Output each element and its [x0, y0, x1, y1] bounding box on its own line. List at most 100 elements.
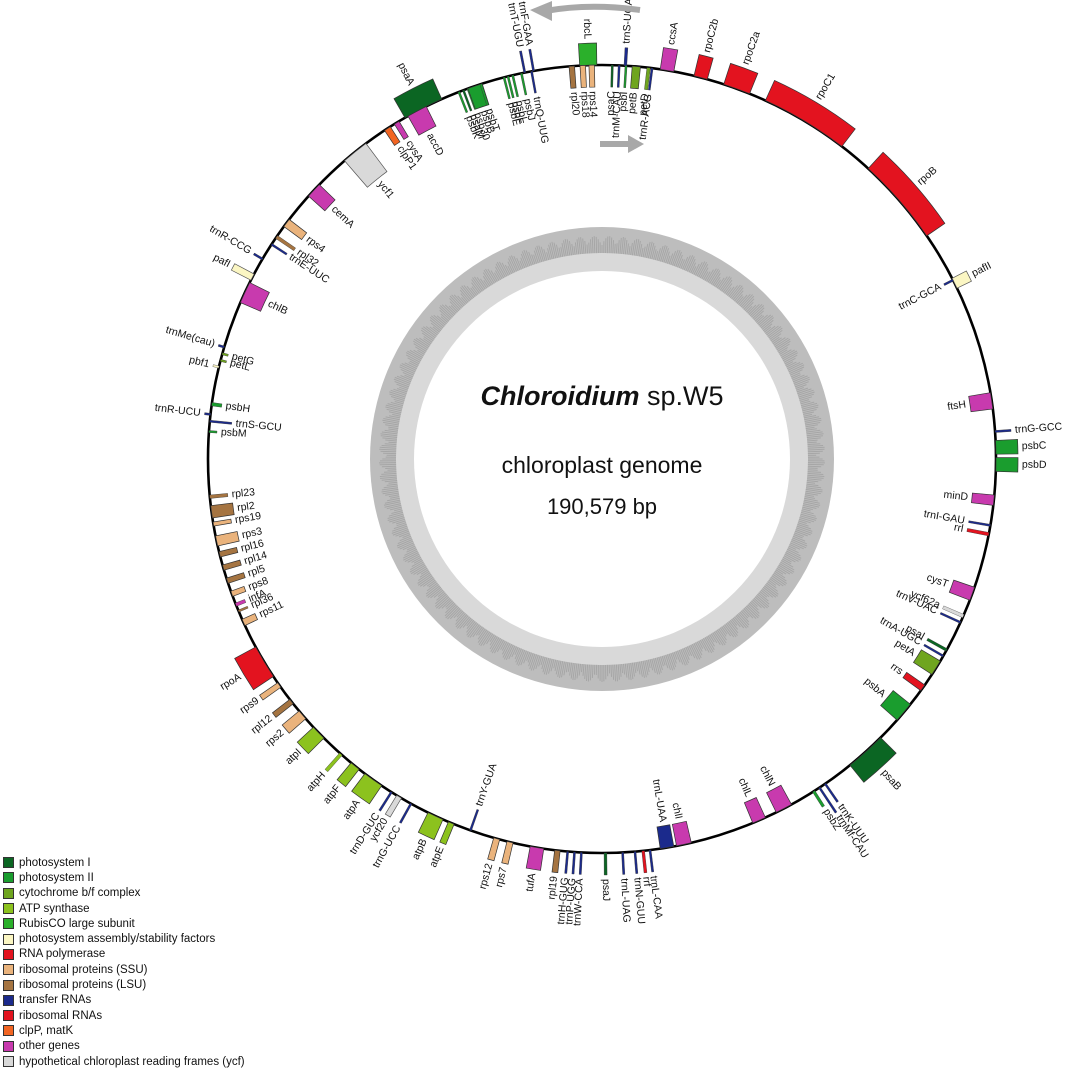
gene-block-psbZ	[812, 790, 825, 808]
gene-block-rps4	[283, 218, 308, 241]
gene-trnMf-CAU: trnMf-CAU	[818, 786, 871, 860]
gc-content-ring	[370, 227, 834, 691]
gene-label-rps7: rps7	[493, 866, 509, 889]
gene-label-chlN: chlN	[757, 764, 777, 788]
gene-ftsH: ftsH	[947, 392, 994, 413]
gene-pbf1: pbf1	[188, 354, 220, 370]
gene-trnC-GCA: trnC-GCA	[897, 278, 954, 313]
gene-label-atpF: atpF	[321, 782, 344, 806]
gene-trnL-CAA: trnL-CAA	[647, 849, 665, 919]
legend-swatch-psii	[3, 872, 14, 884]
gene-block-trnV-UAC	[939, 612, 962, 624]
gene-block-trnD-GUC	[378, 791, 393, 812]
gene-block-psbT	[479, 83, 489, 106]
gene-block-cemA	[308, 184, 336, 212]
gene-block-rpl14	[222, 559, 242, 571]
gene-label-tufA: tufA	[523, 872, 538, 892]
gene-block-trnM-CAU	[617, 65, 621, 88]
gc-content-spikes	[378, 236, 825, 682]
gene-rps14: rps14	[587, 64, 599, 118]
gene-label-psaC: psaC	[605, 91, 618, 116]
gene-label-petL: petL	[229, 357, 252, 374]
gene-label-rpoC1: rpoC1	[813, 71, 838, 102]
gene-psbJ: psbJ	[520, 72, 537, 122]
gene-label-atpE: atpE	[427, 845, 446, 870]
gene-block-rpl20	[568, 65, 577, 89]
gene-block-psbI	[623, 65, 628, 88]
gene-block-petA	[912, 649, 941, 675]
gene-block-atpE	[439, 821, 455, 846]
gene-block-atpI	[296, 726, 325, 755]
legend-item-cyt: cytochrome b/f complex	[3, 886, 245, 901]
gene-psbC: psbC	[995, 439, 1047, 455]
gene-label-rpl5: rpl5	[246, 563, 267, 580]
gene-rbcL: rbcL	[578, 19, 598, 67]
gene-label-trnL-UAG: trnL-UAG	[618, 878, 632, 923]
gene-block-trnF-GAA	[528, 48, 535, 72]
gene-label-rps19: rps19	[234, 510, 262, 526]
gene-block-rpoA	[234, 646, 274, 691]
gene-rpoC1: rpoC1	[764, 71, 856, 147]
gene-block-trnR-ACG	[648, 67, 654, 91]
gene-trnN-GUU: trnN-GUU	[631, 851, 647, 925]
gene-label-trnH-GUG: trnH-GUG	[555, 877, 571, 925]
gene-label-psbA: psbA	[862, 675, 888, 700]
gene-label-psaJ: psaJ	[600, 879, 612, 901]
gene-petB: petB	[626, 65, 641, 114]
gc-ring-inner	[414, 271, 790, 647]
legend-item-rbc: RubisCO large subunit	[3, 916, 245, 931]
gene-label-pafII: pafII	[970, 260, 994, 280]
gene-label-psaB: psaB	[879, 767, 904, 793]
gene-block-rpl23	[209, 493, 229, 499]
gene-trnR-UCU: trnR-UCU	[154, 402, 211, 419]
gene-label-rpl20: rpl20	[568, 92, 582, 116]
gene-block-rps7	[501, 840, 514, 865]
gene-label-petG: petG	[230, 350, 255, 368]
legend-swatch-cyt	[3, 887, 14, 899]
gene-psbL: psbL	[511, 74, 530, 124]
gene-label-trnS-GCU: trnS-GCU	[235, 418, 282, 434]
gene-rps19: rps19	[212, 510, 262, 527]
gene-block-rps19	[212, 518, 232, 527]
legend-label-ycf: hypothetical chloroplast reading frames …	[19, 1055, 245, 1068]
gene-block-trnI-GAU	[968, 520, 991, 527]
gene-label-trnL-CAA: trnL-CAA	[647, 875, 664, 919]
legend-label-lsu: ribosomal proteins (LSU)	[19, 979, 147, 992]
gene-label-petD: petD	[637, 92, 652, 116]
gene-label-chlI: chlI	[669, 802, 684, 820]
gene-block-rrf	[641, 850, 648, 874]
gene-chlB: chlB	[239, 282, 290, 317]
gene-rpl23: rpl23	[209, 486, 256, 500]
legend-item-lsu: ribosomal proteins (LSU)	[3, 977, 245, 992]
gene-block-trnA-UGC	[923, 643, 945, 658]
legend-swatch-lsu	[3, 979, 14, 991]
gene-petG: petG	[221, 350, 256, 368]
legend-swatch-ycf	[3, 1056, 14, 1067]
gene-block-rpl19	[551, 849, 561, 874]
gene-label-cysT: cysT	[925, 571, 950, 590]
gene-block-trnG-UCC	[399, 802, 413, 824]
gene-label-rbcL: rbcL	[581, 19, 594, 40]
gene-label-psbF: psbF	[509, 100, 526, 126]
gene-rpl5: rpl5	[226, 563, 267, 584]
gene-label-trnR-UCU: trnR-UCU	[154, 402, 201, 419]
gene-block-rps9	[259, 682, 282, 701]
gene-block-psbJ	[520, 72, 528, 96]
gene-label-rpoC2a: rpoC2a	[740, 30, 763, 67]
gene-block-rpoC2a	[723, 62, 759, 95]
gene-block-cysA	[393, 120, 409, 140]
gene-trnM-CAU: trnM-CAU	[610, 65, 624, 138]
gene-label-trnG-GCC: trnG-GCC	[1015, 421, 1063, 436]
gene-chlN: chlN	[757, 764, 792, 813]
gene-block-trnQ-UUG	[530, 70, 537, 94]
gene-block-psbE	[502, 76, 511, 100]
gene-block-rps3	[215, 531, 240, 547]
gene-block-ccsA	[659, 47, 679, 73]
legend-item-rpo: RNA polymerase	[3, 947, 245, 962]
gene-block-psaC	[610, 64, 614, 88]
gene-block-trnL-UAG	[621, 852, 626, 875]
gene-block-trnN-GUU	[633, 851, 639, 874]
gene-label-pbf1: pbf1	[188, 354, 211, 370]
gene-label-atpA: atpA	[340, 797, 362, 822]
gene-psbF: psbF	[506, 75, 526, 126]
